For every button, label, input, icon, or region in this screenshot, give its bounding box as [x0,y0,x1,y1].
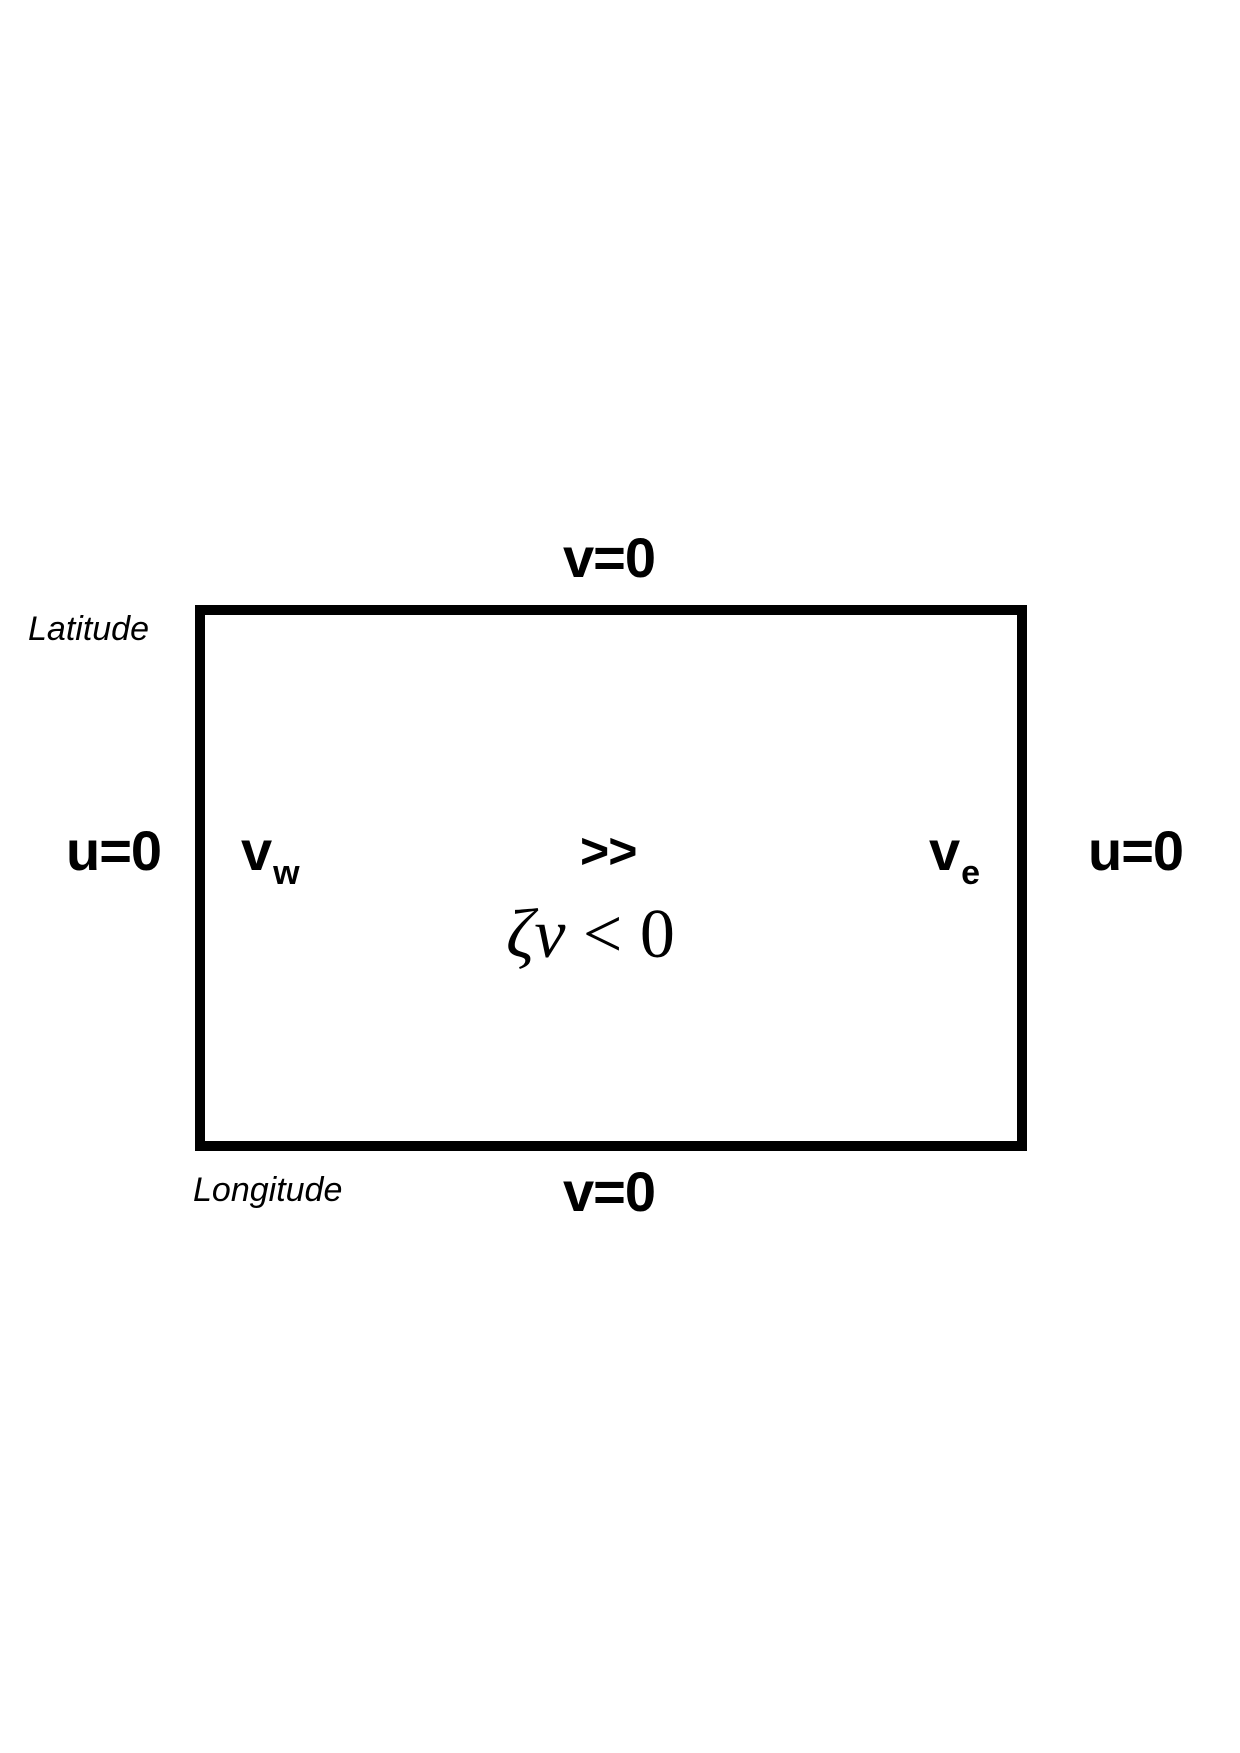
eastern-velocity-subscript: e [961,854,980,892]
left-boundary-condition: u=0 [66,819,162,882]
longitude-axis-label: Longitude [193,1171,343,1209]
basin-boundary-box [195,605,1027,1151]
meridional-velocity-symbol: v [534,896,566,973]
latitude-axis-label: Latitude [28,610,149,648]
condition-rhs: 0 [639,896,675,973]
magnitude-relation: >> [580,823,637,879]
top-boundary-condition: v=0 [563,526,656,589]
vorticity-condition: ζv < 0 [506,900,675,970]
eastern-velocity-label: ve [929,823,980,892]
right-boundary-condition: u=0 [1088,819,1184,882]
western-velocity-base: v [241,819,272,882]
western-velocity-subscript: w [273,854,299,892]
western-velocity-label: vw [241,823,300,892]
zeta-symbol: ζ [506,896,535,973]
bottom-boundary-condition: v=0 [563,1160,656,1223]
less-than-operator: < [565,896,640,973]
eastern-velocity-base: v [929,819,960,882]
